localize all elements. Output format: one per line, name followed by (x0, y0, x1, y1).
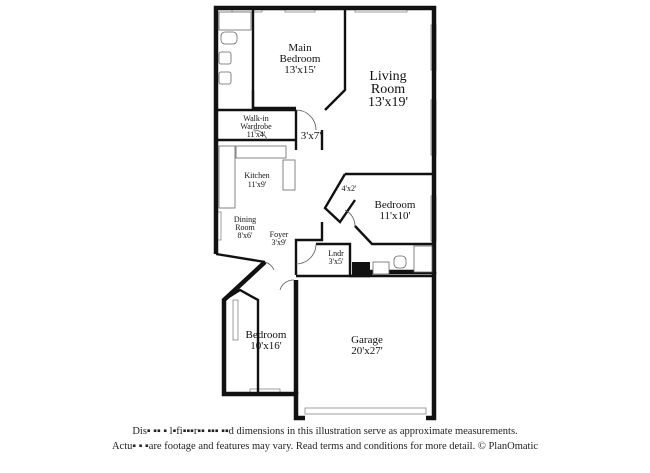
disclaimer-line: Actu▪ ▪ ▪are footage and features may va… (111, 441, 539, 452)
room-name: Bedroom (246, 329, 287, 341)
room-name: Dining (234, 215, 256, 224)
room-label-dining: Dining Room 8'x6' (234, 215, 256, 240)
room-name: Walk-in (243, 114, 269, 123)
room-name: Wardrobe (240, 122, 272, 131)
room-label-bedroom-left: Bedroom 10'x16' (246, 329, 287, 352)
room-label-laundry: Lndr 3'x5' (328, 249, 344, 266)
room-dimensions: 20'x27' (351, 345, 382, 357)
room-dimensions: 3'x7' (301, 130, 321, 142)
room-name: Main (288, 42, 312, 54)
room-name: Bedroom (375, 199, 416, 211)
room-dimensions: 10'x16' (250, 340, 281, 352)
room-name: Room (235, 223, 255, 232)
room-label-main-bedroom: Main Bedroom 13'x15' (280, 42, 321, 76)
room-name: Garage (351, 334, 383, 346)
room-name: Foyer (270, 230, 289, 239)
room-dimensions: 3'x9' (272, 238, 287, 247)
fixtures (218, 11, 433, 275)
room-dimensions: 11'x4' (247, 130, 266, 139)
room-label-walk-in: Walk-in Wardrobe 11'x4' (240, 114, 272, 139)
room-label-bedroom-right: Bedroom 11'x10' (375, 199, 416, 222)
room-dimensions: 8'x6' (238, 231, 253, 240)
room-name: Living (369, 69, 406, 84)
door-swings (252, 109, 356, 291)
disclaimer-line: Dis▪ ▪▪ ▪ l▪fi▪▪▪r▪▪ ▪▪▪ ▪▪d dimensions … (132, 426, 518, 437)
room-label-garage: Garage 20'x27' (351, 334, 383, 357)
disclaimer: Dis▪ ▪▪ ▪ l▪fi▪▪▪r▪▪ ▪▪▪ ▪▪d dimensions … (0, 424, 650, 454)
room-label-closet: 4'x2' (342, 184, 357, 193)
room-label-living-room: Living Room 13'x19' (368, 69, 408, 110)
room-name: Lndr (328, 249, 344, 258)
room-label-kitchen: Kitchen 11'x9' (244, 171, 269, 189)
room-name: Room (371, 82, 405, 97)
room-dimensions: 4'x2' (342, 184, 357, 193)
room-dimensions: 11'x9' (248, 180, 267, 189)
room-dimensions: 3'x5' (329, 257, 344, 266)
room-name: Bedroom (280, 53, 321, 65)
room-dimensions: 11'x10' (379, 210, 410, 222)
room-name: Kitchen (244, 171, 269, 180)
room-dimensions: 13'x19' (368, 95, 408, 110)
room-label-foyer: Foyer 3'x9' (270, 230, 289, 247)
room-label-hall: 3'x7' (301, 130, 321, 142)
laundry-block (352, 262, 370, 276)
room-dimensions: 13'x15' (284, 64, 315, 76)
